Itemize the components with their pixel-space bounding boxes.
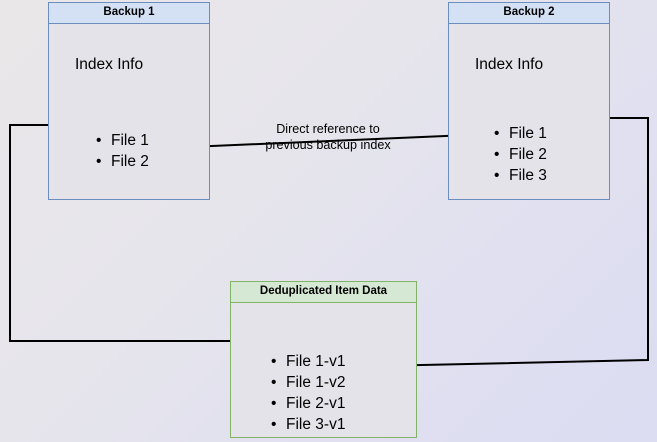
edge-label-line-2: previous backup index: [265, 138, 391, 152]
edge-label-direct-reference: Direct reference to previous backup inde…: [248, 121, 408, 153]
backup1-file-list: File 1 File 2: [96, 130, 149, 172]
dedup-file-list: File 1-v1 File 1-v2 File 2-v1 File 3-v1: [271, 351, 345, 435]
node-backup1-header: Backup 1: [49, 3, 209, 24]
backup2-index-info-label: Index Info: [475, 56, 544, 73]
node-backup2-header: Backup 2: [449, 3, 609, 24]
backup2-file-list: File 1 File 2 File 3: [494, 123, 547, 186]
list-item: File 1-v1: [271, 351, 345, 372]
list-item: File 2-v1: [271, 393, 345, 414]
list-item: File 1-v2: [271, 372, 345, 393]
edge-label-line-1: Direct reference to: [276, 122, 380, 136]
edge-backup2-file1-to-dedup: [377, 117, 649, 371]
list-item: File 3: [494, 165, 547, 186]
node-backup2[interactable]: Backup 2 Index Info File 1 File 2 File 3: [448, 2, 610, 200]
list-item: File 1: [96, 130, 149, 151]
node-backup1-body: Index Info File 1 File 2: [49, 24, 209, 199]
node-backup1[interactable]: Backup 1 Index Info File 1 File 2: [48, 2, 210, 200]
list-item: File 3-v1: [271, 414, 345, 435]
list-item: File 1: [494, 123, 547, 144]
list-item: File 2: [96, 151, 149, 172]
node-dedup-header: Deduplicated Item Data: [231, 282, 416, 303]
backup1-index-info-label: Index Info: [75, 56, 144, 73]
node-deduplicated-item-data[interactable]: Deduplicated Item Data File 1-v1 File 1-…: [230, 281, 417, 438]
node-backup2-body: Index Info File 1 File 2 File 3: [449, 24, 609, 199]
node-dedup-body: File 1-v1 File 1-v2 File 2-v1 File 3-v1: [231, 303, 416, 437]
edge-direct-reference: [165, 133, 493, 153]
list-item: File 2: [494, 144, 547, 165]
